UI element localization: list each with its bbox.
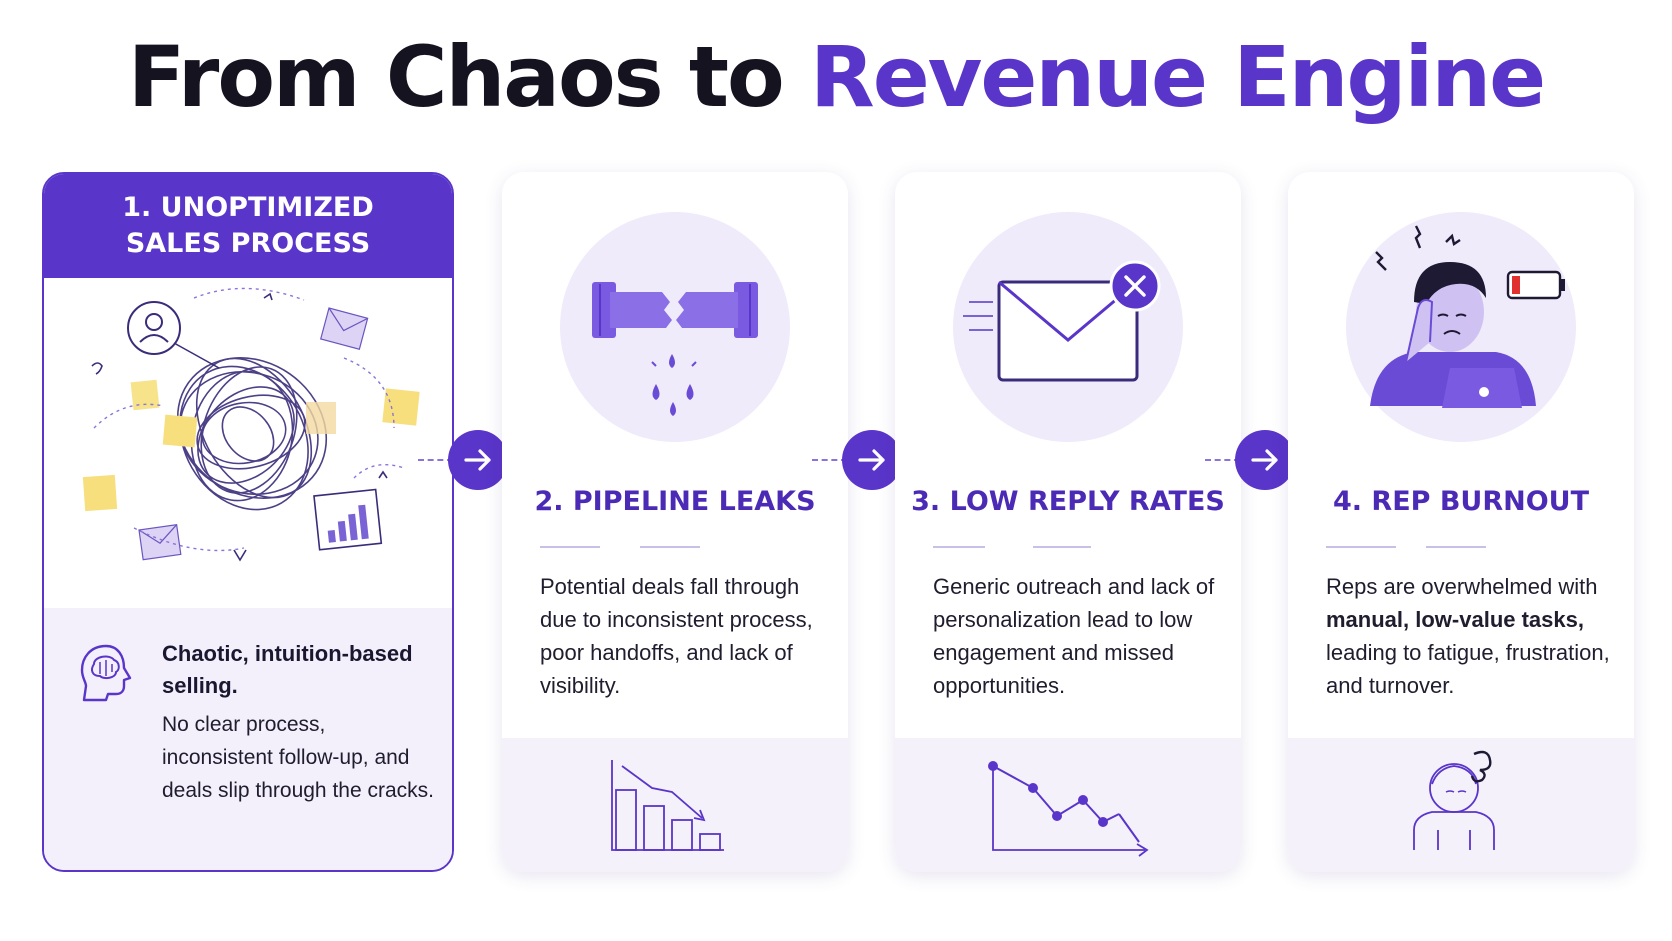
stage-3-divider xyxy=(933,546,1203,548)
stage-4-title: 4. REP BURNOUT xyxy=(1332,486,1590,517)
stage-card-4: 4. REP BURNOUT Reps are overwhelmed with… xyxy=(1288,172,1634,872)
page-title: From Chaos to Revenue Engine xyxy=(0,28,1672,126)
stage-2-footer xyxy=(502,738,848,872)
exhausted-person-icon xyxy=(1413,750,1495,850)
stage-card-3: 3. LOW REPLY RATES Generic outreach and … xyxy=(895,172,1241,872)
title-part-1: From Chaos to xyxy=(127,28,785,126)
stage-4-divider xyxy=(1326,546,1596,548)
stage-1-summary: Chaotic, intuition-based selling. No cle… xyxy=(44,608,452,870)
declining-line-chart-icon xyxy=(988,761,1149,857)
stage-card-1: 1. UNOPTIMIZED SALES PROCESS xyxy=(42,172,454,872)
stage-4-description: Reps are overwhelmed with manual, low-va… xyxy=(1326,570,1616,702)
next-arrow-icon-2 xyxy=(842,430,902,490)
stage-1-header: 1. UNOPTIMIZED SALES PROCESS xyxy=(44,174,452,278)
stage-3-footer xyxy=(895,738,1241,872)
stage-4-description-start: Reps are overwhelmed with xyxy=(1326,574,1598,599)
brain-head-icon xyxy=(80,644,132,702)
stage-1-bold-text: Chaotic, intuition-based selling. xyxy=(162,641,413,698)
stage-4-description-end: leading to fatigue, frustration, and tur… xyxy=(1326,640,1610,698)
next-arrow-icon-1 xyxy=(448,430,508,490)
stage-1-header-line-2: SALES PROCESS xyxy=(125,228,371,259)
stage-2-description: Potential deals fall through due to inco… xyxy=(540,574,813,698)
stressed-rep-icon xyxy=(1346,212,1576,442)
stage-card-2: 2. PIPELINE LEAKS Potential deals fall t… xyxy=(502,172,848,872)
broken-pipe-icon xyxy=(560,212,790,442)
declining-bar-chart-icon xyxy=(611,760,724,851)
stage-3-title: 3. LOW REPLY RATES xyxy=(911,486,1225,517)
next-arrow-icon-3 xyxy=(1235,430,1295,490)
stage-2-title: 2. PIPELINE LEAKS xyxy=(534,486,816,517)
stage-3-description: Generic outreach and lack of personaliza… xyxy=(933,574,1215,698)
stage-1-description: No clear process, inconsistent follow-up… xyxy=(162,713,434,802)
rejected-email-icon xyxy=(953,212,1183,442)
stage-4-description-bold: manual, low-value tasks, xyxy=(1326,607,1584,632)
tangled-chaos-illustration xyxy=(44,278,452,608)
stage-2-divider xyxy=(540,546,810,548)
stage-1-header-line-1: 1. UNOPTIMIZED xyxy=(122,192,374,223)
title-part-2: Revenue Engine xyxy=(810,28,1546,126)
stage-4-footer xyxy=(1288,738,1634,872)
